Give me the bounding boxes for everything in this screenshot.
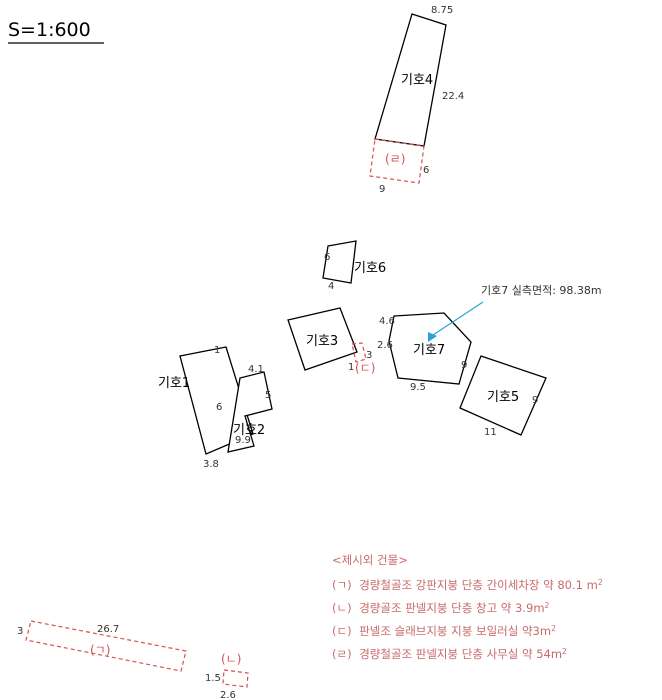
- dim-annex-d-left: 1: [348, 362, 354, 373]
- dim-giho2-bottom: 9.9: [235, 435, 251, 446]
- callout-label: 기호7 실측면적: 98.38m: [481, 284, 602, 297]
- annex-giho3-d[interactable]: (ㄷ) 3 1: [348, 342, 375, 375]
- legend-marker-2: (ㄷ): [332, 624, 352, 638]
- legend-title: <제시외 건물>: [332, 553, 408, 567]
- dim-giho2-top: 4.1: [248, 364, 264, 375]
- building-giho5[interactable]: 기호5 9 11: [459, 355, 547, 438]
- dim-giho1-bottom: 3.8: [203, 459, 219, 470]
- annex-outline[interactable]: [222, 669, 249, 688]
- legend-marker-0: (ㄱ): [332, 578, 352, 592]
- annex-outline[interactable]: [25, 620, 187, 672]
- dim-annex-g-top: 26.7: [97, 624, 119, 635]
- scale-notation: S=1:600: [8, 19, 104, 44]
- annex-giho4-r[interactable]: (ㄹ) 6 9: [369, 138, 429, 195]
- legend-text-1: 경량골조 판넬지붕 단층 창고 약 3.9m: [359, 601, 544, 615]
- legend-row-3: (ㄹ) 경량철골조 판넬지붕 단층 사무실 약 54m2: [332, 647, 567, 662]
- building-giho4[interactable]: 기호4 8.75 22.4: [374, 5, 464, 147]
- building-label-giho1: 기호1: [158, 376, 190, 391]
- legend-unit-0: 2: [598, 578, 603, 587]
- annex-g[interactable]: (ㄱ) 26.7 3: [17, 620, 187, 672]
- legend-text-2: 판넬조 슬래브지붕 지붕 보일러실 약3m: [359, 624, 551, 638]
- dim-annex-n-bottom: 2.6: [220, 690, 236, 700]
- legend-row-0: (ㄱ) 경량철골조 강판지붕 단층 간이세차장 약 80.1 m2: [332, 578, 603, 593]
- building-label-giho3: 기호3: [306, 334, 338, 349]
- building-outline[interactable]: [388, 312, 472, 385]
- dim-giho5-bottom: 11: [484, 427, 497, 438]
- building-label-giho5: 기호5: [487, 390, 519, 405]
- dim-annex-r-bottom: 9: [379, 184, 385, 195]
- legend-text-3: 경량철골조 판넬지붕 단층 사무실 약 54m: [359, 647, 562, 661]
- building-giho7[interactable]: 기호7 4.6 2.6 9.5 9: [377, 312, 472, 393]
- dim-giho4-top: 8.75: [431, 5, 453, 16]
- legend-row-1: (ㄴ) 경량골조 판넬지붕 단층 창고 약 3.9m2: [332, 601, 550, 616]
- annex-label-g: (ㄱ): [90, 643, 110, 657]
- dim-giho6-left: 6: [324, 252, 330, 263]
- dim-annex-n-left: 1.5: [205, 673, 221, 684]
- dim-giho7-tl: 4.6: [379, 316, 395, 327]
- legend-unit-2: 2: [551, 624, 556, 633]
- building-outline[interactable]: [459, 355, 547, 436]
- legend-block: <제시외 건물> (ㄱ) 경량철골조 강판지붕 단층 간이세차장 약 80.1 …: [332, 553, 603, 661]
- legend-text-0: 경량철골조 강판지붕 단층 간이세차장 약 80.1 m: [359, 578, 598, 592]
- legend-marker-1: (ㄴ): [332, 601, 352, 615]
- callout-arrow-icon: [428, 332, 437, 342]
- building-giho2[interactable]: 기호2 4.1 5 9.9: [227, 364, 273, 453]
- building-label-giho7: 기호7: [413, 343, 445, 358]
- dim-giho4-right: 22.4: [442, 91, 464, 102]
- legend-unit-3: 2: [562, 647, 567, 656]
- dim-giho7-bottom: 9.5: [410, 382, 426, 393]
- dim-annex-d-right: 3: [366, 350, 372, 361]
- annex-label-r: (ㄹ): [385, 152, 405, 166]
- building-giho6[interactable]: 기호6 6 4: [322, 240, 386, 292]
- callout-leader-line: [429, 301, 484, 338]
- legend-unit-1: 2: [545, 601, 550, 610]
- dim-giho7-right: 9: [461, 360, 467, 371]
- annex-outline[interactable]: [369, 138, 425, 184]
- building-giho3[interactable]: 기호3: [287, 307, 358, 371]
- annex-outline[interactable]: [351, 342, 367, 363]
- building-label-giho6: 기호6: [354, 261, 386, 276]
- building-outline[interactable]: [322, 240, 357, 284]
- dim-giho1-right: 6: [216, 402, 222, 413]
- legend-marker-3: (ㄹ): [332, 647, 352, 661]
- dim-giho1-top: 1: [214, 345, 220, 356]
- building-outline[interactable]: [287, 307, 358, 371]
- dim-annex-g-left: 3: [17, 626, 23, 637]
- building-label-giho4: 기호4: [401, 73, 433, 88]
- annex-label-n: (ㄴ): [221, 652, 241, 666]
- dim-giho2-right: 5: [265, 390, 271, 401]
- callout-giho7-area: 기호7 실측면적: 98.38m: [428, 284, 602, 342]
- annex-label-d: (ㄷ): [355, 361, 375, 375]
- building-outline[interactable]: [227, 371, 273, 453]
- building-label-giho2: 기호2: [233, 423, 265, 438]
- dim-giho5-right: 9: [532, 395, 538, 406]
- annex-n[interactable]: (ㄴ) 1.5 2.6: [205, 652, 249, 700]
- dim-giho7-left: 2.6: [377, 340, 393, 351]
- dim-giho6-bottom: 4: [328, 281, 334, 292]
- scale-label: S=1:600: [8, 19, 91, 41]
- legend-row-2: (ㄷ) 판넬조 슬래브지붕 지붕 보일러실 약3m2: [332, 624, 556, 639]
- dim-annex-r-right: 6: [423, 165, 429, 176]
